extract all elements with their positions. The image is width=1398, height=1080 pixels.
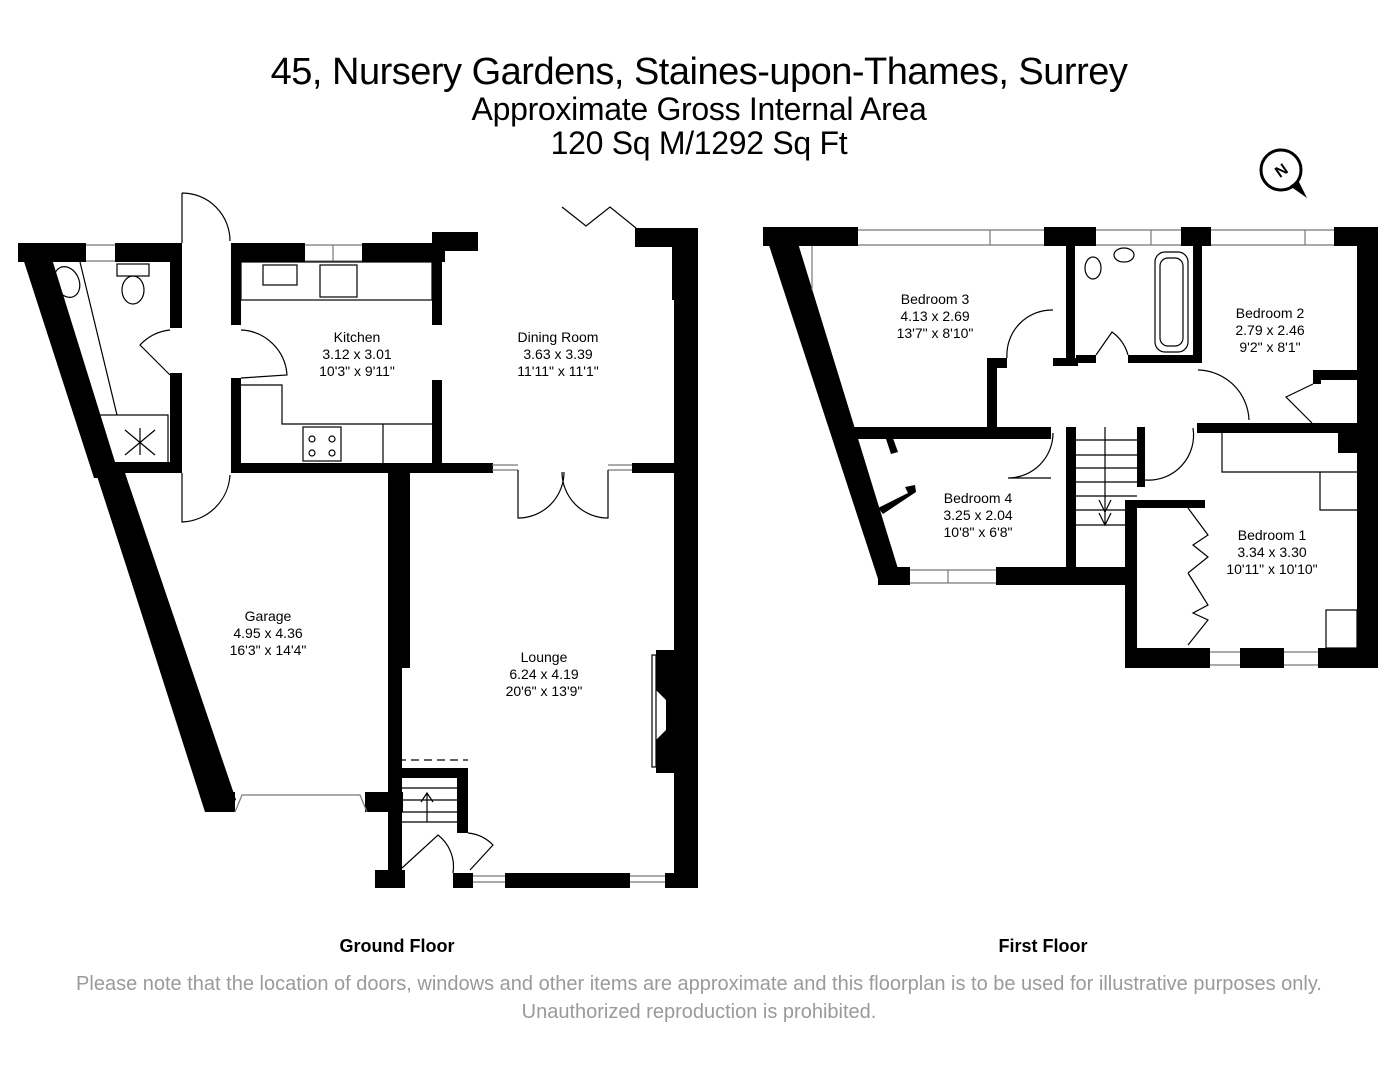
area-value: 120 Sq M/1292 Sq Ft xyxy=(550,125,848,161)
wall xyxy=(18,243,120,478)
bath-icon xyxy=(1154,251,1189,353)
room-metric-bedroom2: 2.79 x 2.46 xyxy=(1235,322,1304,338)
room-imperial-bedroom1: 10'11" x 10'10" xyxy=(1226,561,1317,577)
room-name-garage: Garage xyxy=(245,608,292,624)
window xyxy=(86,244,665,883)
door-swing xyxy=(1197,369,1250,421)
north-arrow-icon: N xyxy=(1259,148,1307,198)
room-imperial-lounge: 20'6" x 13'9" xyxy=(506,683,583,699)
ground-floor-plan xyxy=(18,228,698,888)
room-name-bedroom3: Bedroom 3 xyxy=(901,291,970,307)
door-swing xyxy=(181,473,231,523)
toilet-icon xyxy=(1084,256,1102,280)
area-label: Approximate Gross Internal Area xyxy=(471,91,927,127)
door-swing xyxy=(139,329,171,376)
door-swing xyxy=(1007,432,1054,479)
room-name-bedroom2: Bedroom 2 xyxy=(1236,305,1305,321)
room-metric-bedroom3: 4.13 x 2.69 xyxy=(900,308,969,324)
room-imperial-bedroom2: 9'2" x 8'1" xyxy=(1239,339,1300,355)
room-name-dining: Dining Room xyxy=(518,329,599,345)
window xyxy=(858,229,1334,666)
basin-icon xyxy=(53,266,81,298)
door-swing xyxy=(1006,309,1054,359)
room-imperial-kitchen: 10'3" x 9'11" xyxy=(319,363,395,379)
toilet-icon xyxy=(121,275,145,305)
room-name-bedroom1: Bedroom 1 xyxy=(1238,527,1307,543)
room-name-kitchen: Kitchen xyxy=(334,329,381,345)
bifold-door xyxy=(561,206,637,229)
wardrobe-doors xyxy=(1187,507,1209,646)
room-metric-garage: 4.95 x 4.36 xyxy=(233,625,302,641)
room-imperial-dining: 11'11" x 11'1" xyxy=(517,363,598,379)
room-name-lounge: Lounge xyxy=(521,649,568,665)
door-swing xyxy=(240,329,288,379)
first-floor-label: First Floor xyxy=(998,936,1088,956)
door-swing xyxy=(1144,427,1195,481)
title-block: 45, Nursery Gardens, Staines-upon-Thames… xyxy=(0,52,1398,160)
door-swing xyxy=(181,192,231,243)
room-metric-bedroom1: 3.34 x 3.30 xyxy=(1237,544,1306,560)
property-address: 45, Nursery Gardens, Staines-upon-Thames… xyxy=(270,51,1128,93)
room-metric-kitchen: 3.12 x 3.01 xyxy=(322,346,391,362)
ground-floor-label: Ground Floor xyxy=(339,936,455,956)
room-metric-bedroom4: 3.25 x 2.04 xyxy=(943,507,1012,523)
first-floor-plan xyxy=(763,227,1378,668)
hob-icon xyxy=(302,426,342,462)
room-name-bedroom4: Bedroom 4 xyxy=(944,490,1013,506)
room-metric-dining: 3.63 x 3.39 xyxy=(523,346,592,362)
door-swing xyxy=(1095,331,1129,356)
svg-text:N: N xyxy=(1272,161,1291,182)
room-imperial-bedroom3: 13'7" x 8'10" xyxy=(897,325,974,341)
room-imperial-garage: 16'3" x 14'4" xyxy=(230,642,307,658)
french-doors xyxy=(517,470,609,519)
basin-icon xyxy=(1113,247,1135,263)
door-swing xyxy=(1284,383,1314,424)
disclaimer-text: Please note that the location of doors, … xyxy=(76,973,1322,1023)
shower-tray-icon xyxy=(97,414,169,464)
room-metric-lounge: 6.24 x 4.19 xyxy=(509,666,578,682)
front-door xyxy=(401,834,455,874)
room-imperial-bedroom4: 10'8" x 6'8" xyxy=(944,524,1013,540)
